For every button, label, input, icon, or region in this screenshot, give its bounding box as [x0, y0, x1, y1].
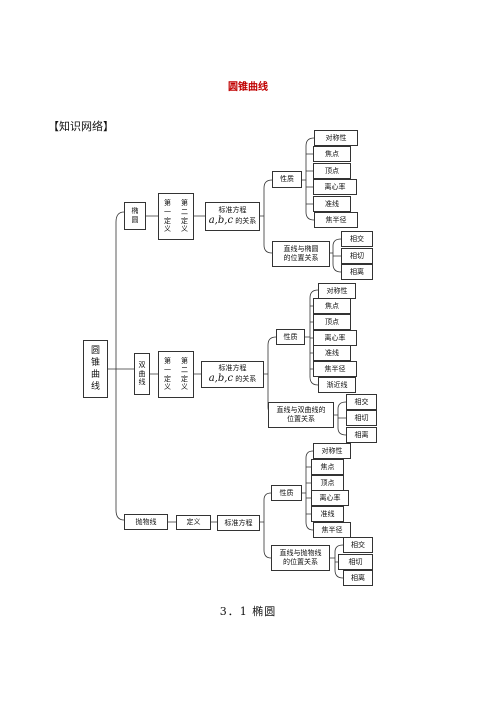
- ellipse-prop-vertex: 顶点: [313, 163, 351, 179]
- def-char: 二: [181, 365, 188, 374]
- root-char: 圆: [90, 345, 100, 356]
- knowledge-network-heading: 【知识网络】: [48, 120, 114, 133]
- hyperbola-pos-intersect: 相交: [346, 394, 377, 410]
- parabola-prop-focus: 焦点: [311, 459, 344, 475]
- parabola-line-position-node: 直线与抛物线 的位置关系: [271, 545, 330, 571]
- parabola-pos-separate: 相离: [343, 570, 373, 586]
- ellipse-definitions-box: 第 一 定 义 第 二 定 义: [158, 193, 194, 240]
- def-char: 第: [181, 199, 188, 207]
- parabola-pos-tangent: 相切: [338, 554, 373, 570]
- ellipse-standard-equation-box: 标准方程 a,b,c 的关系: [205, 202, 260, 231]
- hyperbola-definitions-box: 第 一 定 义 第 二 定 义: [158, 351, 194, 398]
- def-char: 第: [164, 357, 171, 365]
- hyperbola-pos-tangent: 相切: [346, 410, 377, 426]
- parabola-prop-eccentricity: 离心率: [311, 490, 349, 506]
- ellipse-node: 椭 圆: [124, 202, 146, 230]
- def-char: 定: [164, 216, 171, 225]
- def-char: 义: [164, 383, 171, 392]
- def-char: 第: [164, 199, 171, 207]
- position-label-line: 的位置关系: [283, 558, 318, 566]
- document-title: 圆锥曲线: [228, 82, 268, 93]
- parabola-definition-box: 定义: [176, 515, 211, 530]
- ellipse-name-char: 圆: [131, 216, 139, 224]
- equation-suffix: 的关系: [235, 374, 257, 383]
- ellipse-line-position-node: 直线与椭圆 的位置关系: [272, 241, 330, 267]
- ellipse-prop-focal-radius: 焦半径: [314, 212, 358, 228]
- parabola-prop-focal-radius: 焦半径: [313, 522, 351, 538]
- hyperbola-prop-focus: 焦点: [313, 298, 351, 314]
- hyperbola-properties-node: 性质: [276, 329, 305, 345]
- def-char: 义: [181, 383, 188, 392]
- equation-variables: a,b,c: [208, 372, 234, 384]
- ellipse-pos-separate: 相离: [341, 264, 373, 280]
- ellipse-pos-intersect: 相交: [341, 231, 373, 247]
- hyperbola-prop-directrix: 准线: [313, 345, 351, 361]
- def-char: 第: [181, 357, 188, 365]
- ellipse-prop-directrix: 准线: [313, 196, 351, 212]
- hyperbola-prop-eccentricity: 离心率: [313, 330, 357, 346]
- hyperbola-line-position-node: 直线与双曲线的 位置关系: [268, 402, 334, 428]
- equation-variables: a,b,c: [208, 214, 234, 226]
- parabola-prop-directrix: 准线: [311, 506, 344, 522]
- position-label-line: 直线与椭圆: [283, 245, 319, 254]
- parabola-node: 抛物线: [124, 514, 168, 530]
- root-char: 线: [90, 382, 100, 393]
- def-char: 定: [181, 216, 188, 225]
- hyperbola-pos-separate: 相离: [346, 427, 377, 443]
- def-char: 义: [181, 225, 188, 234]
- hyperbola-name-char: 双: [138, 360, 146, 369]
- hyperbola-prop-asymptote: 渐近线: [318, 377, 356, 393]
- hyperbola-standard-equation-box: 标准方程 a,b,c 的关系: [201, 361, 264, 388]
- parabola-prop-symmetry: 对称性: [313, 443, 351, 459]
- parabola-standard-equation-box: 标准方程: [217, 515, 260, 531]
- parabola-prop-vertex: 顶点: [311, 475, 344, 491]
- def-char: 定: [181, 374, 188, 383]
- ellipse-prop-focus: 焦点: [313, 146, 351, 162]
- equation-label: 标准方程: [218, 363, 247, 372]
- equation-suffix: 的关系: [235, 216, 257, 225]
- hyperbola-prop-symmetry: 对称性: [318, 283, 356, 299]
- def-char: 二: [181, 207, 188, 216]
- position-label-line: 位置关系: [287, 415, 315, 423]
- ellipse-prop-eccentricity: 离心率: [313, 179, 357, 195]
- position-label-line: 的位置关系: [283, 254, 319, 262]
- def-char: 一: [164, 207, 171, 216]
- def-char: 定: [164, 374, 171, 383]
- parabola-pos-intersect: 相交: [343, 537, 373, 553]
- position-label-line: 直线与双曲线的: [276, 406, 326, 415]
- ellipse-pos-tangent: 相切: [341, 248, 373, 264]
- def-char: 一: [164, 365, 171, 374]
- hyperbola-prop-vertex: 顶点: [313, 314, 351, 330]
- parabola-properties-node: 性质: [271, 485, 302, 501]
- position-label-line: 直线与抛物线: [279, 549, 322, 558]
- def-char: 义: [164, 225, 171, 234]
- root-node-conic-sections: 圆 锥 曲 线: [83, 340, 108, 398]
- equation-label: 标准方程: [218, 205, 247, 214]
- root-char: 曲: [90, 370, 100, 380]
- ellipse-properties-node: 性质: [272, 171, 302, 188]
- hyperbola-prop-focal-radius: 焦半径: [313, 361, 357, 377]
- hyperbola-name-char: 线: [138, 378, 146, 387]
- ellipse-prop-symmetry: 对称性: [314, 130, 358, 146]
- section-heading: 3．1 椭圆: [219, 605, 277, 618]
- hyperbola-name-char: 曲: [138, 369, 146, 378]
- root-char: 锥: [90, 357, 100, 368]
- hyperbola-node: 双 曲 线: [134, 353, 150, 395]
- ellipse-name-char: 椭: [131, 207, 139, 216]
